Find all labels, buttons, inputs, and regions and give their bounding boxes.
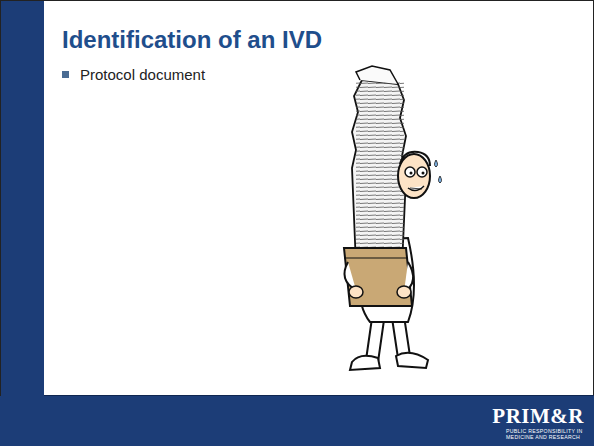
- logo-tagline: PUBLIC RESPONSIBILITY IN MEDICINE AND RE…: [506, 428, 584, 440]
- logo-wordmark: PRIM&R: [492, 404, 584, 429]
- bullet-text: Protocol document: [80, 66, 205, 83]
- slide-title: Identification of an IVD: [62, 26, 322, 54]
